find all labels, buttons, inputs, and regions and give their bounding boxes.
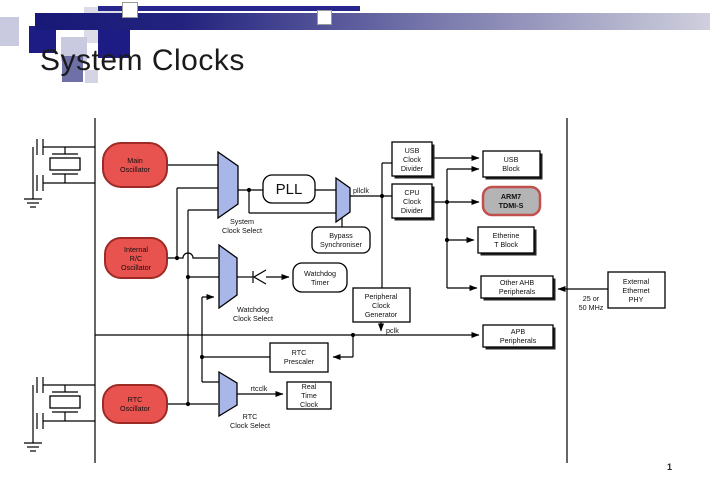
- deco-bar-thin: [98, 6, 360, 11]
- diode-triangle: [252, 269, 267, 285]
- bypass-label: Bypass: [329, 231, 353, 240]
- usb-block-label: USB: [504, 155, 519, 164]
- junction: [199, 354, 205, 360]
- pll-bypass-mux: [335, 176, 351, 224]
- real-time-clock-label: Clock: [300, 400, 318, 409]
- real-time-clock-label: Time: [301, 391, 317, 400]
- junction: [185, 274, 191, 280]
- peripheral-clock-generator-block: Peripheral Clock Generator: [352, 287, 411, 323]
- rtcclk-signal-label: rtcclk: [251, 384, 268, 393]
- rtc-prescaler-block: RTC Prescaler: [269, 342, 329, 373]
- usb-div-label: Clock: [403, 155, 421, 164]
- wd-mux-label: Clock Select: [233, 314, 273, 323]
- ethernet-label: T Block: [494, 240, 518, 249]
- sys-mux-label: Clock Select: [222, 226, 262, 235]
- phy-label: PHY: [629, 295, 644, 304]
- junction: [246, 187, 252, 193]
- phy-freq-label: 50 MHz: [579, 303, 604, 312]
- junction: [350, 332, 356, 338]
- irc-osc-label: Internal: [124, 245, 148, 254]
- usb-div-label: USB: [405, 146, 420, 155]
- pll-label: PLL: [276, 181, 303, 198]
- rtc-prescaler-label: RTC: [292, 348, 307, 357]
- junction: [174, 255, 180, 261]
- wd-timer-label: Timer: [311, 278, 330, 287]
- junction: [379, 193, 385, 199]
- junction-dots: [174, 187, 450, 407]
- usb-div-label: Divider: [401, 164, 424, 173]
- usb-block: USB Block: [482, 150, 543, 180]
- real-time-clock-block: Real Time Clock: [286, 381, 332, 410]
- junction: [185, 401, 191, 407]
- junction: [444, 237, 450, 243]
- main-crystal-circuit: [24, 139, 95, 208]
- arm7-label: ARM7: [501, 192, 521, 201]
- phy-freq-label: 25 or: [583, 294, 600, 303]
- phy-label: External: [623, 277, 650, 286]
- bypass-label: Synchroniser: [320, 240, 363, 249]
- rtc-mux-label: Clock Select: [230, 421, 270, 430]
- phy-label: Ethernet: [622, 286, 649, 295]
- wires: [95, 155, 608, 405]
- pll-block: PLL: [262, 174, 316, 204]
- watchdog-clock-select-mux: Watchdog Clock Select: [218, 243, 273, 323]
- wd-timer-label: Watchdog: [304, 269, 336, 278]
- arm7-label: TDMI-S: [499, 201, 524, 210]
- cpu-div-label: Divider: [401, 206, 424, 215]
- usb-clock-divider-block: USB Clock Divider: [391, 141, 435, 179]
- bypass-synchroniser-block: Bypass Synchroniser: [311, 226, 371, 254]
- pllclk-signal-label: pllclk: [353, 186, 369, 195]
- apb-label: Peripherals: [500, 336, 537, 345]
- rtc-osc-label: Oscillator: [120, 404, 151, 413]
- cpu-div-label: CPU: [404, 188, 419, 197]
- deco-square-navy-2: [98, 30, 130, 58]
- junction: [444, 199, 450, 205]
- irc-osc-label: Oscillator: [121, 263, 152, 272]
- deco-square-navy-1: [29, 26, 56, 53]
- main-osc-label: Oscillator: [120, 165, 151, 174]
- external-ethernet-phy-block: External Ethernet PHY: [607, 271, 666, 309]
- pclk-signal-label: pclk: [386, 326, 399, 335]
- deco-bar-gradient: [35, 13, 710, 30]
- pcg-label: Clock: [372, 301, 390, 310]
- sys-mux-label: System: [230, 217, 254, 226]
- arm7-tdmi-s-block: ARM7 TDMI-S: [481, 185, 542, 217]
- rtc-prescaler-label: Prescaler: [284, 357, 315, 366]
- apb-label: APB: [511, 327, 526, 336]
- deco-square-outline-1: [122, 2, 138, 18]
- ahb-label: Other AHB: [500, 278, 535, 287]
- rtc-crystal-circuit: [24, 377, 95, 452]
- deco-square-outline-2: [317, 10, 332, 25]
- rtc-mux-label: RTC: [243, 412, 258, 421]
- ahb-label: Peripherals: [499, 287, 536, 296]
- internal-rc-oscillator-block: Internal R/C Oscillator: [104, 237, 168, 279]
- rtc-clock-select-mux: RTC Clock Select: [218, 370, 270, 430]
- irc-osc-label: R/C: [130, 254, 142, 263]
- deco-square-slate: [62, 56, 83, 82]
- rtc-osc-label: RTC: [128, 395, 143, 404]
- main-osc-label: Main: [127, 156, 143, 165]
- page-title: System Clocks: [40, 44, 245, 77]
- deco-square-pale-small: [85, 70, 98, 83]
- rtc-oscillator-block: RTC Oscillator: [102, 384, 168, 424]
- main-oscillator-block: Main Oscillator: [102, 142, 168, 188]
- apb-peripherals-block: APB Peripherals: [482, 324, 556, 350]
- ethernet-block: Etherine T Block: [477, 226, 537, 256]
- other-ahb-peripherals-block: Other AHB Peripherals: [480, 275, 556, 301]
- cpu-div-label: Clock: [403, 197, 421, 206]
- wd-mux-label: Watchdog: [237, 305, 269, 314]
- deco-square-pale-left: [0, 17, 19, 46]
- cpu-clock-divider-block: CPU Clock Divider: [391, 183, 435, 221]
- pcg-label: Generator: [365, 310, 398, 319]
- ethernet-label: Etherine: [493, 231, 520, 240]
- pcg-label: Peripheral: [365, 292, 398, 301]
- wire-irc-hop: [167, 252, 218, 259]
- real-time-clock-label: Real: [302, 382, 317, 391]
- system-clock-select-mux: System Clock Select: [217, 150, 262, 235]
- watchdog-timer-block: Watchdog Timer: [292, 262, 348, 293]
- page-number: 1: [667, 462, 673, 472]
- usb-block-label: Block: [502, 164, 520, 173]
